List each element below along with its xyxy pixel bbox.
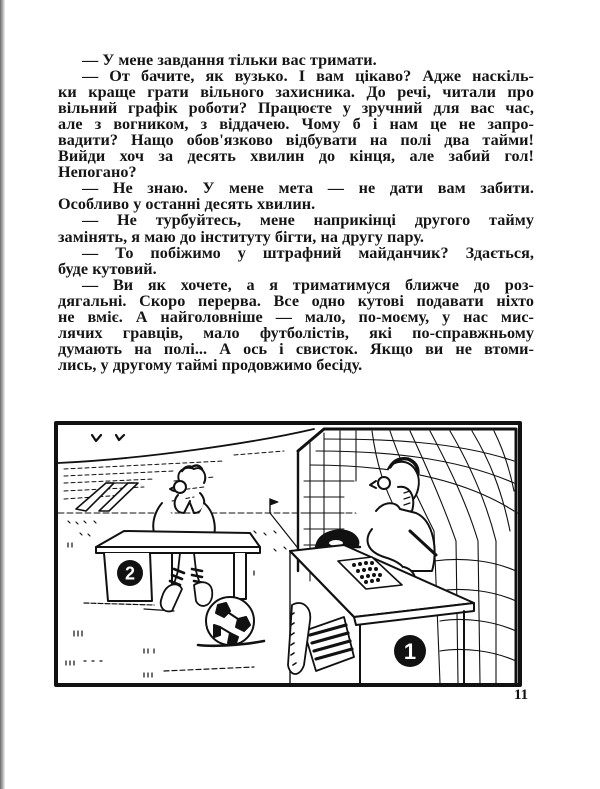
text-line: — Не турбуйтесь, мене наприкінці другого… bbox=[82, 211, 534, 230]
text-line: Вийди хоч за десять хвилин до кінця, але… bbox=[58, 147, 534, 166]
keyboard-icon bbox=[337, 556, 403, 590]
text-line: — От бачите, як вузько. І вам цікаво? Ад… bbox=[82, 67, 534, 86]
text-line: дягальні. Скоро перерва. Все одно кутові… bbox=[58, 291, 534, 310]
text-line: вадити? Нащо обов'язково відбувати на по… bbox=[58, 131, 534, 150]
football-icon bbox=[196, 596, 266, 648]
desk-number-1-badge: 1 bbox=[394, 635, 426, 667]
text-line: лячих гравців, мало футболістів, які по-… bbox=[58, 323, 534, 342]
text-line: але з вогником, з віддачею. Чому б і нам… bbox=[58, 115, 534, 134]
corner-flag-icon bbox=[269, 498, 279, 514]
text-line: Особливо у останні десять хвилин. bbox=[58, 195, 316, 214]
text-line: вільний графік роботи? Працюєте у зручни… bbox=[58, 99, 534, 118]
text-line: лись, у другому таймі продовжимо бесіду. bbox=[58, 355, 363, 374]
svg-text:1: 1 bbox=[404, 639, 416, 664]
birds-icon bbox=[90, 433, 126, 443]
player-1-figure bbox=[366, 456, 438, 588]
dialogue-paragraph: — То побіжимо у штрафний майданчик? Здає… bbox=[58, 243, 534, 278]
text-line: — Ви як хочете, а я триматимуся ближче д… bbox=[82, 275, 534, 294]
text-line: буде кутовий. bbox=[58, 259, 157, 278]
text-line: — То побіжимо у штрафний майданчик? Здає… bbox=[82, 243, 534, 262]
body-text: — У мене завдання тільки вас тримати. — … bbox=[58, 52, 534, 373]
svg-text:2: 2 bbox=[125, 564, 135, 584]
text-line: — Не знаю. У мене мета — не дати вам заб… bbox=[82, 179, 534, 198]
text-line: не вміє. А найголовніше — мало, по-моєму… bbox=[58, 307, 534, 326]
dialogue-paragraph: — От бачите, як вузько. І вам цікаво? Ад… bbox=[58, 67, 534, 182]
dialogue-paragraph: — Не знаю. У мене мета — не дати вам заб… bbox=[58, 180, 534, 212]
text-line: ки краще грати вільного захисника. До ре… bbox=[58, 83, 534, 102]
desk-number-2-badge: 2 bbox=[117, 560, 143, 586]
text-line: думають на полі... А ось і свисток. Якщо… bbox=[58, 339, 534, 358]
page-binding-edge bbox=[0, 0, 5, 789]
dialogue-paragraph: — Ви як хочете, а я триматимуся ближче д… bbox=[58, 277, 534, 373]
text-line: Непогано? bbox=[58, 163, 137, 182]
text-line: — У мене завдання тільки вас тримати. bbox=[82, 51, 377, 69]
player-1-legs bbox=[287, 602, 355, 675]
cartoon-illustration: 2 bbox=[54, 421, 522, 687]
dialogue-paragraph: — У мене завдання тільки вас тримати. bbox=[58, 52, 534, 68]
player-2-legs bbox=[159, 552, 214, 613]
page-number: 11 bbox=[514, 687, 529, 703]
text-line: замінять, я маю до інституту бігти, на д… bbox=[58, 227, 424, 246]
dialogue-paragraph: — Не турбуйтесь, мене наприкінці другого… bbox=[58, 212, 534, 244]
